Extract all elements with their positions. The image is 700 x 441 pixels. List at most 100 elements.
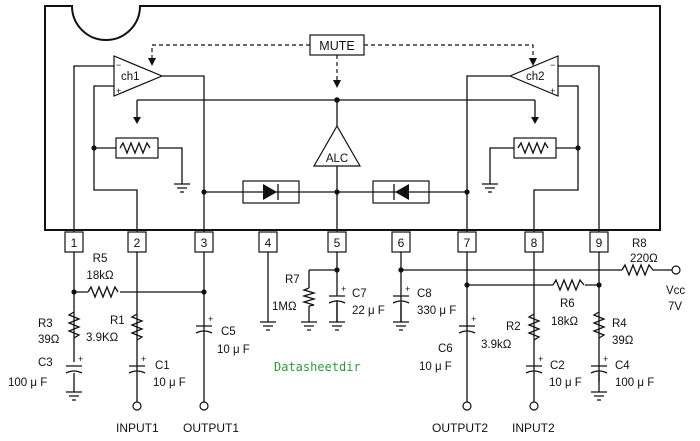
capacitor-c1: + C1 10 μ F xyxy=(128,354,186,389)
svg-text:+: + xyxy=(78,354,83,364)
c3-value: 100 μ F xyxy=(8,377,47,389)
svg-text:−: − xyxy=(550,60,555,70)
alc-label: ALC xyxy=(326,153,348,165)
ic-package xyxy=(44,5,661,231)
pin-label: 7 xyxy=(464,236,471,250)
ground-icon xyxy=(591,391,607,401)
ground-icon xyxy=(301,321,317,331)
ground-icon xyxy=(260,321,276,331)
r6-ref: R6 xyxy=(560,298,575,310)
r1-ref: R1 xyxy=(110,315,125,327)
pin-label: 9 xyxy=(596,236,603,250)
output2-label: OUTPUT2 xyxy=(432,421,488,435)
terminal-output2[interactable]: OUTPUT2 xyxy=(432,401,488,435)
diode-left xyxy=(242,180,300,204)
mute-block: MUTE xyxy=(148,34,537,88)
pin-1: 1 xyxy=(64,231,84,253)
pin-8: 8 xyxy=(524,231,544,253)
pin-3: 3 xyxy=(194,231,214,253)
r7-ref: R7 xyxy=(285,274,300,286)
c7-value: 22 μ F xyxy=(352,305,385,317)
c2-ref: C2 xyxy=(550,360,565,372)
pin-label: 4 xyxy=(265,236,272,250)
pin-label: 5 xyxy=(334,236,341,250)
terminal-input2[interactable]: INPUT2 xyxy=(512,401,555,435)
c6-ref: C6 xyxy=(438,343,453,355)
c6-value: 10 μ F xyxy=(419,361,452,373)
svg-text:+: + xyxy=(341,284,346,294)
ground-icon xyxy=(174,183,190,193)
pin-label: 2 xyxy=(134,236,141,250)
svg-text:+: + xyxy=(538,354,543,364)
svg-text:+: + xyxy=(208,314,213,324)
vcc-label: Vcc xyxy=(666,285,685,297)
svg-text:+: + xyxy=(141,354,146,364)
internal-wiring xyxy=(73,65,600,232)
resistor-r8: R8 220Ω xyxy=(621,238,658,277)
terminal-input1[interactable]: INPUT1 xyxy=(116,401,159,435)
ground-icon xyxy=(329,321,345,331)
ground-icon xyxy=(393,321,409,331)
ground-icon xyxy=(66,391,82,401)
r5-value: 18kΩ xyxy=(86,270,114,282)
pin-5: 5 xyxy=(327,231,347,253)
r3-value: 39Ω xyxy=(38,334,60,346)
pin-2: 2 xyxy=(127,231,147,253)
svg-text:+: + xyxy=(550,86,555,96)
ch1-amplifier: ch1 − + xyxy=(113,55,164,97)
capacitor-c3: + C3 100 μ F xyxy=(8,354,83,389)
input1-label: INPUT1 xyxy=(116,421,159,435)
ch1-label: ch1 xyxy=(121,71,140,83)
c5-ref: C5 xyxy=(221,326,236,338)
watermark: Datasheetdir xyxy=(274,360,361,374)
ground-icon xyxy=(482,183,498,193)
c4-value: 100 μ F xyxy=(615,377,654,389)
pin-label: 1 xyxy=(71,236,78,250)
svg-text:+: + xyxy=(116,86,121,96)
r5-ref: R5 xyxy=(93,253,108,265)
svg-text:−: − xyxy=(116,60,121,70)
r8-value: 220Ω xyxy=(630,253,658,265)
alc-block: ALC xyxy=(312,124,362,167)
capacitor-c5: + C5 10 μ F xyxy=(195,314,250,356)
c8-value: 330 μ F xyxy=(417,305,456,317)
r4-ref: R4 xyxy=(612,318,627,330)
ch2-amplifier: ch2 − + xyxy=(508,55,559,97)
c7-ref: C7 xyxy=(352,288,367,300)
pin-7: 7 xyxy=(457,231,477,253)
pin-6: 6 xyxy=(391,231,411,253)
r1-value: 3.9KΩ xyxy=(86,332,119,344)
r7-value: 1MΩ xyxy=(272,301,297,313)
mute-label: MUTE xyxy=(319,39,354,53)
capacitor-c6: + C6 10 μ F xyxy=(419,314,476,373)
r2-ref: R2 xyxy=(506,321,521,333)
terminal-output1[interactable]: OUTPUT1 xyxy=(183,401,239,435)
capacitor-c8: + C8 330 μ F xyxy=(392,284,456,317)
ch2-label: ch2 xyxy=(526,71,545,83)
capacitor-c2: + C2 10 μ F xyxy=(525,354,582,389)
resistor-r2: R2 3.9kΩ xyxy=(481,313,541,351)
c3-ref: C3 xyxy=(38,357,53,369)
internal-resistor-ch1 xyxy=(115,137,159,159)
pin-label: 8 xyxy=(531,236,538,250)
pin-label: 6 xyxy=(398,236,405,250)
c2-value: 10 μ F xyxy=(549,377,582,389)
c8-ref: C8 xyxy=(417,288,432,300)
c1-value: 10 μ F xyxy=(153,377,186,389)
pin-label: 3 xyxy=(201,236,208,250)
diode-right xyxy=(372,180,430,204)
r6-value: 18kΩ xyxy=(551,316,579,328)
pin-4: 4 xyxy=(258,231,278,253)
internal-resistor-ch2 xyxy=(513,137,557,159)
capacitor-c4: + C4 100 μ F xyxy=(590,354,654,389)
r4-value: 39Ω xyxy=(612,335,634,347)
resistor-r7: R7 1MΩ xyxy=(272,274,317,313)
pin-9: 9 xyxy=(589,231,609,253)
resistor-r5: R5 18kΩ xyxy=(86,253,119,299)
terminal-vcc[interactable]: Vcc 7V xyxy=(666,265,685,313)
resistor-r6: R6 18kΩ xyxy=(551,278,585,328)
c1-ref: C1 xyxy=(155,360,170,372)
r8-ref: R8 xyxy=(632,238,647,250)
resistor-r1: R1 3.9KΩ xyxy=(86,313,144,344)
r2-value: 3.9kΩ xyxy=(481,339,512,351)
